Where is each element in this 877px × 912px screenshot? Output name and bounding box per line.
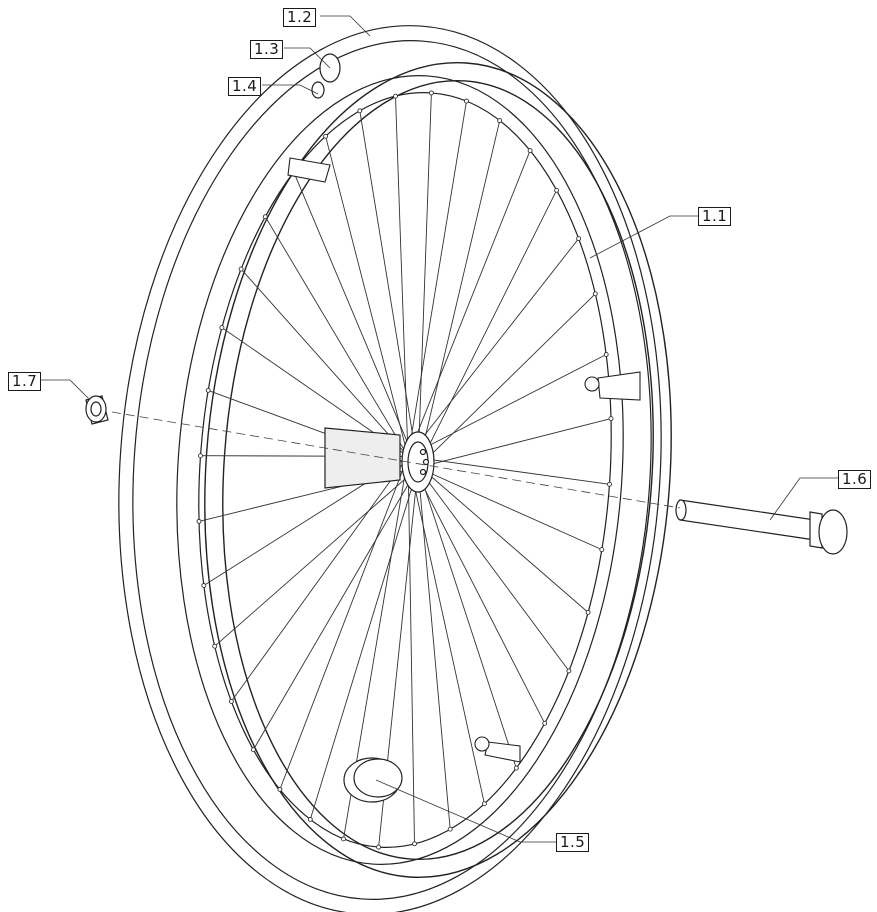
tire-inner xyxy=(132,40,652,900)
spoke xyxy=(407,238,579,457)
spoke-nipple xyxy=(527,148,533,154)
spoke xyxy=(417,418,612,469)
rim-outer xyxy=(176,75,624,865)
spoke-nipple xyxy=(428,90,434,96)
spoke-nipple xyxy=(576,236,582,242)
handrim-inner xyxy=(222,79,654,861)
spoke-nipple xyxy=(542,720,548,726)
axis-centerline xyxy=(111,411,681,509)
spoke xyxy=(279,456,409,790)
spoke-nipple xyxy=(262,214,268,220)
spoke xyxy=(417,467,570,672)
spoke-nipple xyxy=(238,266,244,272)
spoke xyxy=(395,96,409,457)
spokes xyxy=(196,90,614,850)
spoke-nipple xyxy=(201,583,207,588)
label-1-7: 1.7 xyxy=(8,372,42,391)
axle-spacer xyxy=(85,395,109,425)
spoke xyxy=(407,101,467,457)
spoke xyxy=(417,467,602,551)
valve-stem xyxy=(311,53,341,99)
spoke-nipple xyxy=(566,668,572,674)
spoke xyxy=(407,456,485,804)
spoke-nipple xyxy=(412,841,417,847)
spoke xyxy=(264,216,409,457)
spoke xyxy=(407,150,531,457)
label-1-4: 1.4 xyxy=(228,77,262,96)
spoke xyxy=(407,456,415,844)
spoke-nipple xyxy=(481,801,487,807)
spoke xyxy=(407,455,610,485)
spoke-nipple xyxy=(607,481,612,487)
spoke xyxy=(407,354,607,457)
label-1-6: 1.6 xyxy=(838,470,872,489)
spoke-nipple xyxy=(376,844,382,850)
leader-lines xyxy=(40,15,838,843)
spoke xyxy=(417,293,596,468)
spoke-nipple xyxy=(228,698,234,704)
spoke-nipple xyxy=(513,765,519,771)
spoke xyxy=(417,467,451,830)
spoke xyxy=(417,190,558,468)
spoke-nipple xyxy=(196,518,202,524)
spoke-nipple xyxy=(447,826,453,832)
spoke-nipple xyxy=(219,325,225,331)
spoke-nipple xyxy=(277,786,283,792)
spoke-nipple xyxy=(307,816,313,822)
spoke-nipple xyxy=(250,747,256,753)
spoke xyxy=(293,171,419,468)
spoke xyxy=(253,467,419,750)
spoke xyxy=(407,456,589,613)
spoke-nipple xyxy=(341,836,346,842)
spoke-nipple xyxy=(323,133,329,139)
spoke xyxy=(214,467,419,647)
spoke-nipple xyxy=(592,291,598,297)
spoke xyxy=(417,92,432,468)
hub xyxy=(324,427,435,493)
spoke-nipple xyxy=(497,118,503,124)
label-1-2: 1.2 xyxy=(283,8,317,27)
spoke xyxy=(417,467,517,769)
spoke-nipple xyxy=(608,416,614,422)
handrim-outer xyxy=(204,61,672,879)
spoke-nipple xyxy=(198,453,203,459)
spoke xyxy=(417,120,501,468)
label-1-3: 1.3 xyxy=(250,40,284,59)
spoke-nipple xyxy=(603,352,609,357)
spoke xyxy=(407,456,546,724)
spoke xyxy=(359,110,419,468)
spoke-nipple xyxy=(585,609,591,615)
tire-outer xyxy=(118,25,662,912)
spoke-nipple xyxy=(599,547,605,553)
spoke xyxy=(231,456,409,702)
label-1-5: 1.5 xyxy=(556,833,590,852)
spoke xyxy=(325,136,409,457)
label-1-1: 1.1 xyxy=(698,207,732,226)
valve-cap xyxy=(343,757,403,803)
handrim-mounts xyxy=(287,157,641,763)
spoke-nipple xyxy=(554,187,560,193)
spoke-nipple xyxy=(212,643,218,649)
axle xyxy=(675,499,848,555)
spoke-nipple xyxy=(205,387,211,393)
spoke-nipple xyxy=(393,93,398,99)
spoke-nipple xyxy=(464,98,469,104)
spoke xyxy=(309,467,419,820)
spoke-nipple xyxy=(357,108,363,114)
